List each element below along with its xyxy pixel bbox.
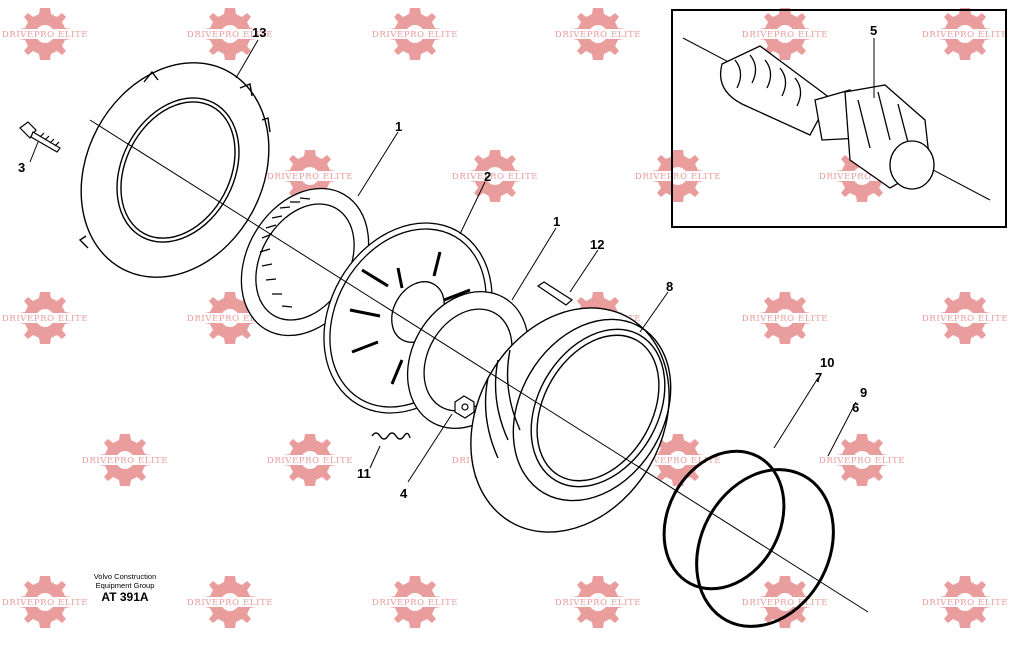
watermark-logo: DRIVEPRO ELITE	[266, 150, 354, 202]
part-label-11: 11	[357, 466, 371, 481]
leader-lines	[29, 38, 875, 483]
part-label-9: 9	[860, 385, 867, 400]
pin-part-12	[536, 281, 574, 306]
part-label-5: 5	[870, 23, 877, 38]
watermark-text: DRIVEPRO ELITE	[187, 314, 273, 324]
assembly-axis-line	[89, 119, 869, 613]
part-label-4: 4	[400, 486, 408, 501]
nut-part-4	[454, 395, 475, 419]
watermark-logo: DRIVEPRO ELITE	[371, 576, 459, 628]
watermark-logo: DRIVEPRO ELITE	[451, 150, 539, 202]
watermark-text: DRIVEPRO ELITE	[372, 30, 458, 40]
drawing-code: AT 391A	[101, 590, 148, 604]
watermark-logo: DRIVEPRO ELITE	[741, 292, 829, 344]
watermark-logo: DRIVEPRO ELITE	[921, 292, 1009, 344]
watermark-logo: DRIVEPRO ELITE	[818, 150, 906, 202]
watermark-logo: DRIVEPRO ELITE	[81, 434, 169, 486]
part-label-3: 3	[18, 160, 25, 175]
watermark-logo: DRIVEPRO ELITE	[554, 8, 642, 60]
watermark-text: DRIVEPRO ELITE	[819, 172, 905, 182]
watermark-logo: DRIVEPRO ELITE	[921, 576, 1009, 628]
watermark-text: DRIVEPRO ELITE	[267, 172, 353, 182]
part-label-2: 2	[484, 169, 491, 184]
watermark-text: DRIVEPRO ELITE	[2, 30, 88, 40]
part-label-1-lower: 1	[553, 214, 560, 229]
watermark-logo: DRIVEPRO ELITE	[186, 8, 274, 60]
bolt-part-3	[19, 121, 61, 153]
watermark-text: DRIVEPRO ELITE	[82, 456, 168, 466]
watermark-text: DRIVEPRO ELITE	[372, 598, 458, 608]
watermark-text: DRIVEPRO ELITE	[742, 30, 828, 40]
watermark-text: DRIVEPRO ELITE	[555, 598, 641, 608]
watermark-text: DRIVEPRO ELITE	[922, 30, 1008, 40]
watermark-logo: DRIVEPRO ELITE	[371, 8, 459, 60]
watermark-text: DRIVEPRO ELITE	[267, 456, 353, 466]
part-label-6: 6	[852, 400, 859, 415]
watermark-text: DRIVEPRO ELITE	[922, 598, 1008, 608]
watermark-logo: DRIVEPRO ELITE	[634, 150, 722, 202]
part-label-1-upper: 1	[395, 119, 402, 134]
part-label-8: 8	[666, 279, 673, 294]
watermark-logo: DRIVEPRO ELITE	[266, 434, 354, 486]
part-label-7: 7	[815, 370, 822, 385]
cover-plate-part-13	[78, 62, 271, 278]
watermark-logo: DRIVEPRO ELITE	[1, 576, 89, 628]
hydraulic-fitting-part-5	[719, 45, 935, 190]
watermark-logo: DRIVEPRO ELITE	[741, 8, 829, 60]
watermark-logo: DRIVEPRO ELITE	[554, 576, 642, 628]
watermark-logo: DRIVEPRO ELITE	[921, 8, 1009, 60]
watermark-text: DRIVEPRO ELITE	[635, 172, 721, 182]
part-label-10: 10	[820, 355, 834, 370]
watermark-text: DRIVEPRO ELITE	[742, 314, 828, 324]
watermark-text: DRIVEPRO ELITE	[819, 456, 905, 466]
credit-line-1: Volvo Construction	[94, 572, 157, 581]
watermark-text: DRIVEPRO ELITE	[555, 30, 641, 40]
drum-housing-part-8	[470, 307, 672, 533]
spring-part-11	[371, 432, 411, 440]
o-ring-part-6	[695, 468, 835, 628]
credit-line-2: Equipment Group	[96, 581, 155, 590]
watermark-logo: DRIVEPRO ELITE	[818, 434, 906, 486]
watermark-logo: DRIVEPRO ELITE	[634, 434, 722, 486]
watermark-logo: DRIVEPRO ELITE	[186, 292, 274, 344]
watermark-text: DRIVEPRO ELITE	[922, 314, 1008, 324]
watermark-text: DRIVEPRO ELITE	[187, 598, 273, 608]
watermark-text: DRIVEPRO ELITE	[635, 456, 721, 466]
o-ring-part-7	[662, 449, 786, 591]
watermark-logo: DRIVEPRO ELITE	[186, 576, 274, 628]
watermark-logo: DRIVEPRO ELITE	[741, 576, 829, 628]
watermark-text: DRIVEPRO ELITE	[742, 598, 828, 608]
part-label-12: 12	[590, 237, 604, 252]
part-label-13: 13	[252, 25, 266, 40]
watermark-text: DRIVEPRO ELITE	[452, 172, 538, 182]
watermark-logo: DRIVEPRO ELITE	[1, 292, 89, 344]
watermark-logo: DRIVEPRO ELITE	[1, 8, 89, 60]
credit-block: Volvo Construction Equipment Group AT 39…	[94, 572, 157, 604]
watermark-text: DRIVEPRO ELITE	[187, 30, 273, 40]
watermark-text: DRIVEPRO ELITE	[2, 314, 88, 324]
part-number-labels: 13 3 1 2 1 12 8 5 10 7 9 6 11 4	[18, 23, 877, 501]
watermark-text: DRIVEPRO ELITE	[2, 598, 88, 608]
